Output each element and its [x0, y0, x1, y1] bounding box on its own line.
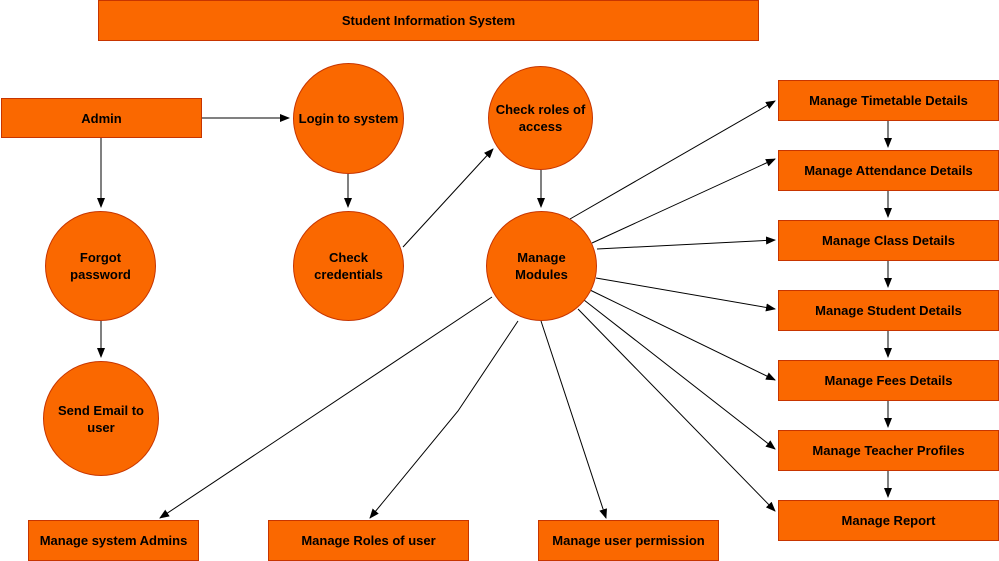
admin-node: Admin: [1, 98, 202, 138]
edge-modules-to-fees: [589, 289, 776, 381]
check-roles-node: Check roles of access: [488, 66, 593, 170]
edge-modules-to-attendance: [591, 158, 776, 244]
class-node: Manage Class Details: [778, 220, 999, 261]
edge-modules-to-sys-admins: [159, 296, 493, 519]
fees-label: Manage Fees Details: [824, 373, 953, 388]
attendance-label: Manage Attendance Details: [804, 163, 973, 178]
permission-node: Manage user permission: [538, 520, 719, 561]
edge-modules-to-report: [577, 308, 776, 512]
fees-node: Manage Fees Details: [778, 360, 999, 401]
edge-modules-to-class: [596, 236, 776, 250]
teacher-node: Manage Teacher Profiles: [778, 430, 999, 471]
system-admins-label: Manage system Admins: [39, 533, 188, 548]
timetable-label: Manage Timetable Details: [809, 93, 968, 108]
student-node: Manage Student Details: [778, 290, 999, 331]
class-label: Manage Class Details: [822, 233, 955, 248]
timetable-node: Manage Timetable Details: [778, 80, 999, 121]
check-credentials-node: Check credentials: [293, 211, 404, 321]
teacher-label: Manage Teacher Profiles: [812, 443, 965, 458]
send-email-label: Send Email to user: [58, 402, 144, 435]
edge-modules-to-roles: [369, 320, 519, 519]
edge-credentials-to-check-roles: [402, 148, 494, 248]
check-roles-label: Check roles of access: [495, 102, 586, 134]
edge-modules-to-student: [595, 277, 776, 312]
edge-modules-to-teacher: [583, 299, 776, 450]
edge-modules-to-timetable: [569, 100, 776, 220]
roles-node: Manage Roles of user: [268, 520, 469, 561]
system-admins-node: Manage system Admins: [28, 520, 199, 561]
send-email-node: Send Email to user: [43, 361, 159, 476]
report-label: Manage Report: [841, 513, 936, 528]
login-label: Login to system: [298, 111, 399, 126]
report-node: Manage Report: [778, 500, 999, 541]
admin-label: Admin: [81, 110, 122, 126]
title-text: Student Information System: [341, 13, 516, 28]
edge-modules-to-permission: [540, 320, 607, 519]
check-credentials-label: Check credentials: [314, 250, 383, 282]
login-node: Login to system: [293, 63, 404, 174]
manage-modules-node: Manage Modules: [486, 211, 597, 321]
forgot-password-node: Forgot password: [45, 211, 156, 321]
permission-label: Manage user permission: [552, 533, 705, 548]
roles-label: Manage Roles of user: [301, 533, 436, 548]
title-banner: Student Information System: [98, 0, 759, 41]
student-label: Manage Student Details: [815, 303, 962, 318]
manage-modules-label: Manage Modules: [515, 250, 568, 282]
attendance-node: Manage Attendance Details: [778, 150, 999, 191]
forgot-password-label: Forgot password: [70, 250, 131, 282]
